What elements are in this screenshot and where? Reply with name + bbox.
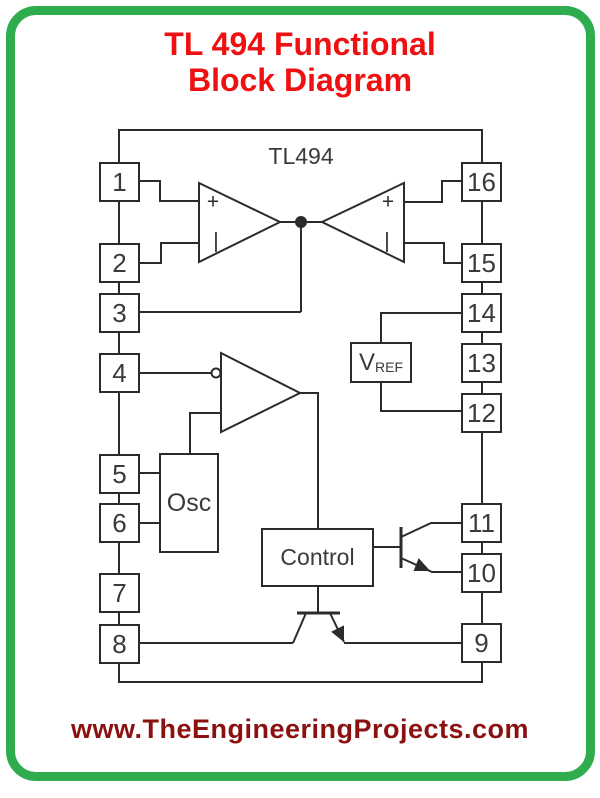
transistor-q1 bbox=[374, 522, 461, 573]
error-amp2-minus-symbol: | bbox=[384, 229, 390, 253]
vref-label-subscript: REF bbox=[375, 358, 403, 375]
page-title-line2: Block Diagram bbox=[187, 62, 413, 98]
pin-5: 5 bbox=[99, 454, 140, 494]
vref-label: V bbox=[358, 348, 375, 376]
pin-10: 10 bbox=[461, 553, 502, 593]
pin-4: 4 bbox=[99, 353, 140, 393]
pin-2: 2 bbox=[99, 243, 140, 283]
pin-9: 9 bbox=[461, 623, 502, 663]
page-title-line1: TL 494 Functional bbox=[164, 26, 436, 62]
page-title: TL 494 Functional Block Diagram bbox=[0, 26, 600, 98]
pin-3: 3 bbox=[99, 293, 140, 333]
transistor-q2 bbox=[140, 587, 461, 644]
pin-15: 15 bbox=[461, 243, 502, 283]
pin-16: 16 bbox=[461, 162, 502, 202]
oscillator-wires bbox=[140, 472, 159, 524]
pin-1: 1 bbox=[99, 162, 140, 202]
error-amp2-plus-symbol: + bbox=[381, 190, 395, 214]
ic-outline bbox=[118, 129, 483, 683]
pin-7: 7 bbox=[99, 573, 140, 613]
pin-14: 14 bbox=[461, 293, 502, 333]
pin-12: 12 bbox=[461, 393, 502, 433]
feedback-junction bbox=[140, 216, 322, 313]
pin-6: 6 bbox=[99, 503, 140, 543]
control-block: Control bbox=[261, 528, 374, 587]
pin-13: 13 bbox=[461, 343, 502, 383]
oscillator-block: Osc bbox=[159, 453, 219, 553]
pin-11: 11 bbox=[461, 503, 502, 543]
error-amp1-plus-symbol: + bbox=[206, 190, 220, 214]
website-url: www.TheEngineeringProjects.com bbox=[70, 714, 530, 744]
pin-8: 8 bbox=[99, 624, 140, 664]
error-amp1-minus-symbol: | bbox=[213, 229, 219, 253]
chip-label: TL494 bbox=[268, 143, 334, 169]
green-border-frame bbox=[6, 6, 595, 781]
